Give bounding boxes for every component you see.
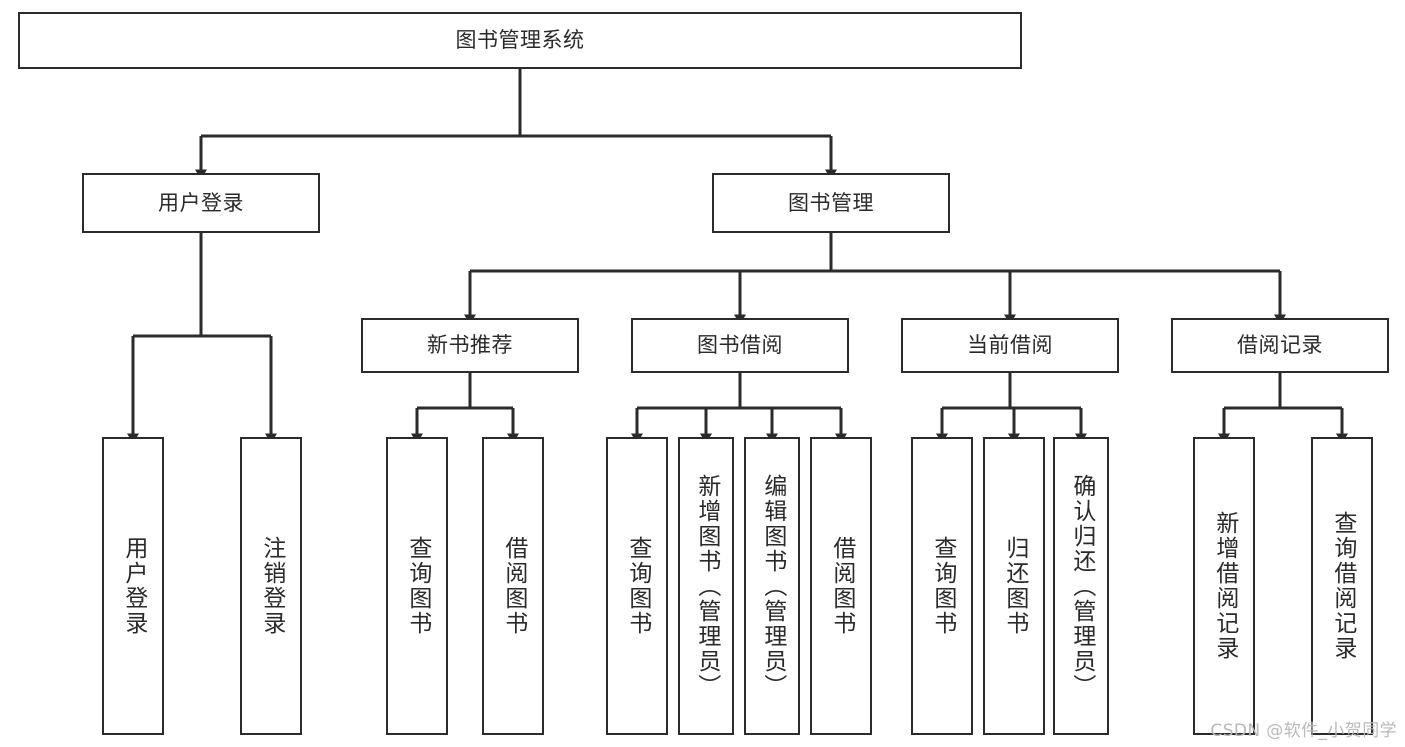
node-label: 借阅图书 [500,536,527,636]
node-label: 查询图书 [929,536,956,636]
node-l-bo-edit[interactable]: 编辑图书（管理员） [744,437,800,735]
node-l-nr-query[interactable]: 查询图书 [386,437,448,735]
node-l-user-login[interactable]: 用户登录 [102,437,164,735]
node-l-bo-borrow[interactable]: 借阅图书 [810,437,872,735]
node-label: 注销登录 [258,536,285,636]
node-label: 归还图书 [1001,536,1028,636]
node-label: 用户登录 [158,190,244,215]
node-n-record[interactable]: 借阅记录 [1171,318,1389,373]
node-label: 查询图书 [404,536,431,636]
node-label: 借阅记录 [1237,333,1323,358]
node-label: 确认归还（管理员） [1068,473,1095,699]
node-label: 新增图书（管理员） [693,473,720,699]
node-l-rc-query[interactable]: 查询借阅记录 [1311,437,1373,735]
node-l-user-logout[interactable]: 注销登录 [240,437,302,735]
watermark: CSDN @软件_小贺同学 [1210,721,1397,741]
node-l-cu-confirm[interactable]: 确认归还（管理员） [1053,437,1109,735]
node-label: 图书管理 [788,190,874,215]
node-label: 新增借阅记录 [1211,511,1238,661]
node-n-user-login[interactable]: 用户登录 [82,173,320,233]
node-label: 查询借阅记录 [1329,511,1356,661]
node-l-cu-return[interactable]: 归还图书 [983,437,1045,735]
node-label: 当前借阅 [967,333,1053,358]
node-label: 新书推荐 [427,333,513,358]
node-l-bo-add[interactable]: 新增图书（管理员） [678,437,734,735]
node-label: 用户登录 [120,536,147,636]
node-label: 查询图书 [624,536,651,636]
node-l-cu-query[interactable]: 查询图书 [911,437,973,735]
node-l-bo-query[interactable]: 查询图书 [606,437,668,735]
node-n-borrow[interactable]: 图书借阅 [631,318,849,373]
node-l-nr-borrow[interactable]: 借阅图书 [482,437,544,735]
node-n-book-mgmt[interactable]: 图书管理 [712,173,950,233]
edge-group [127,69,1348,444]
node-label: 图书借阅 [697,333,783,358]
node-l-rc-add[interactable]: 新增借阅记录 [1193,437,1255,735]
node-label: 图书管理系统 [455,28,585,53]
node-root[interactable]: 图书管理系统 [18,12,1022,69]
node-label: 借阅图书 [828,536,855,636]
node-label: 编辑图书（管理员） [759,473,786,699]
node-n-new-rec[interactable]: 新书推荐 [361,318,579,373]
node-n-current[interactable]: 当前借阅 [901,318,1119,373]
